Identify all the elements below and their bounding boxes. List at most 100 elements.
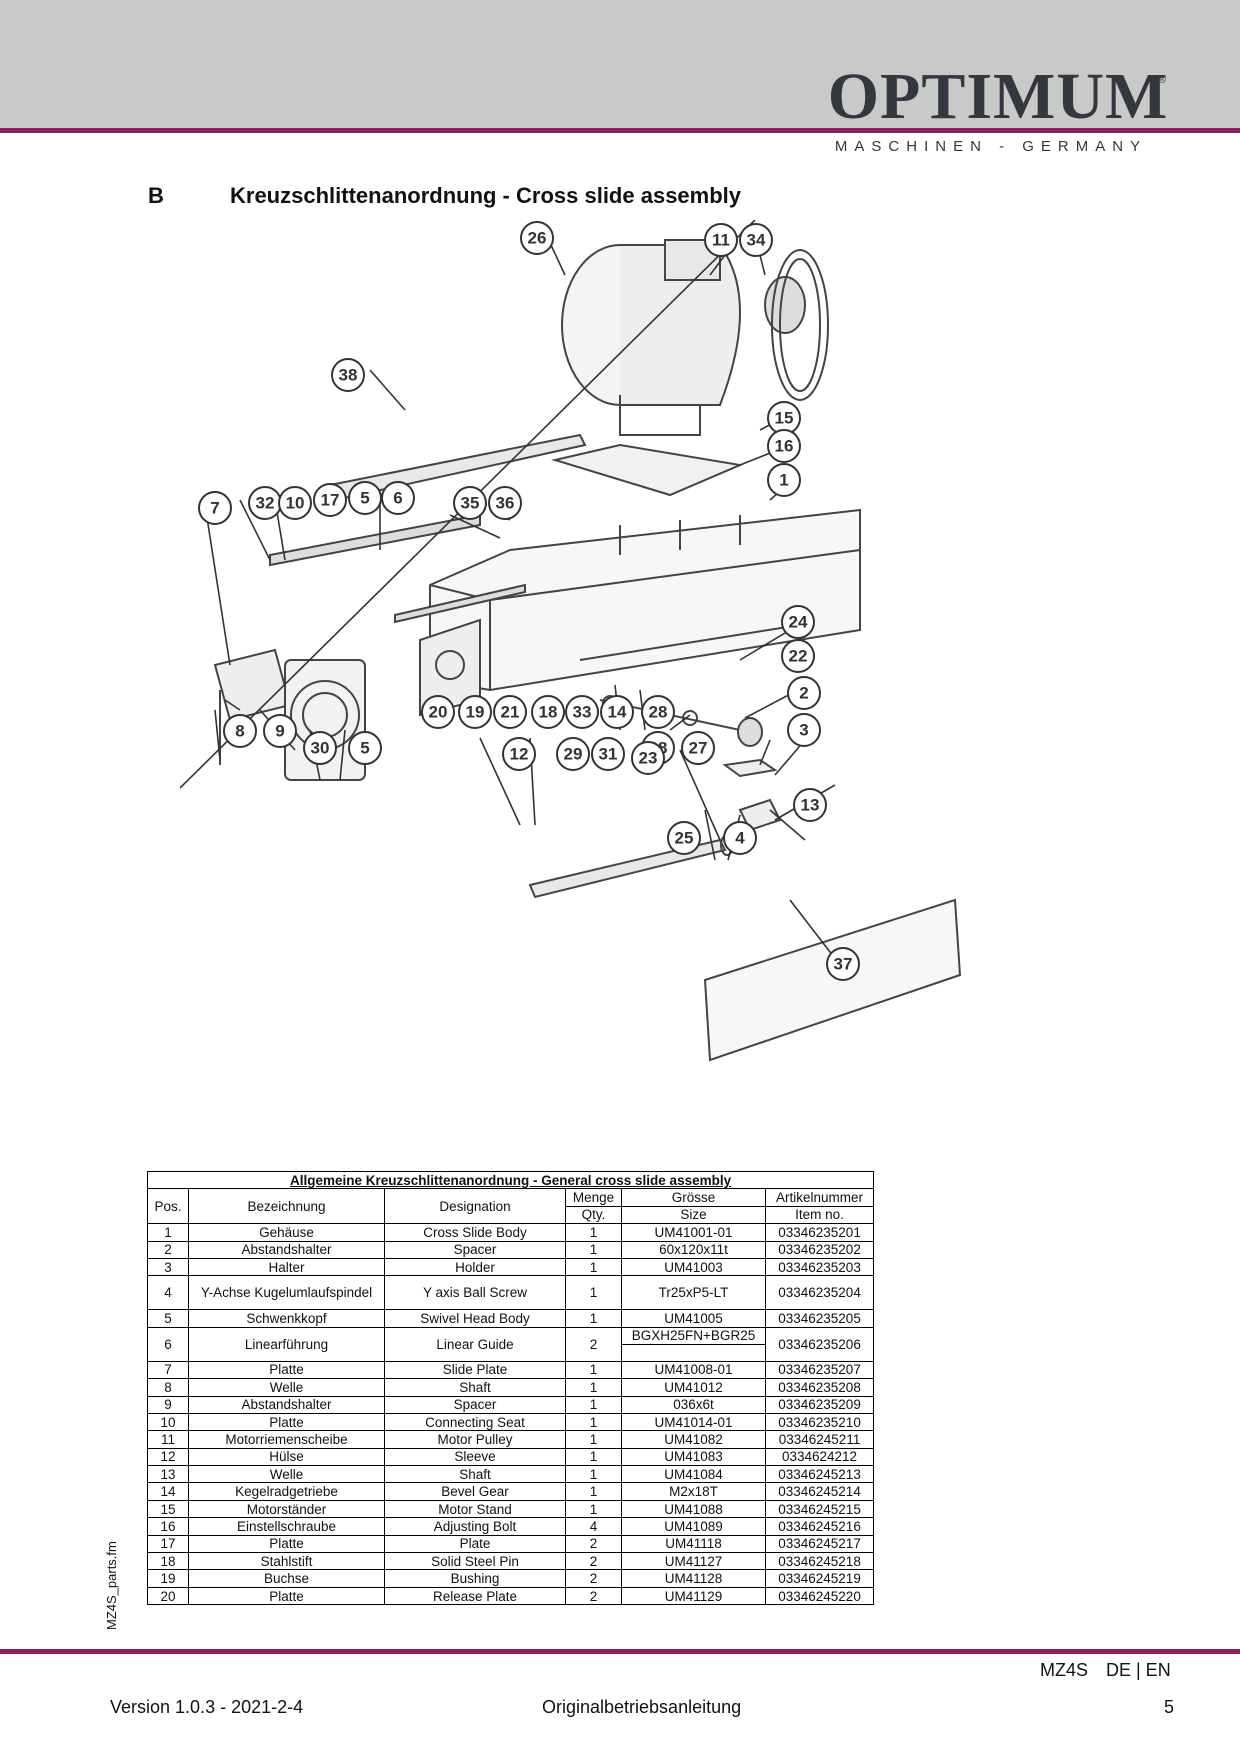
cell-pos: 8 <box>147 1378 189 1397</box>
callout-circle <box>313 483 347 517</box>
callout-circle <box>767 429 801 463</box>
callout-number: 16 <box>775 437 794 456</box>
cell-size: UM41003 <box>621 1257 766 1277</box>
callout-circle <box>739 223 773 257</box>
footer-document-type: Originalbetriebsanleitung <box>542 1697 742 1717</box>
callout-number: 20 <box>429 703 448 722</box>
footer-rule <box>0 1649 1240 1654</box>
callout-bubble: 12 <box>502 737 536 771</box>
callout-bubble: 2 <box>787 676 821 710</box>
cell-qty: 4 <box>565 1517 622 1536</box>
cell-des: Shaft <box>384 1465 566 1484</box>
header-rule <box>0 128 1240 133</box>
callout-bubble: 8 <box>223 714 257 748</box>
cell-qty: 2 <box>565 1552 622 1571</box>
callout-bubble: 36 <box>488 486 522 520</box>
registered-mark: ® <box>1158 74 1167 86</box>
callout-circle <box>198 491 232 525</box>
cell-des: Motor Stand <box>384 1499 566 1519</box>
cell-qty: 1 <box>565 1309 622 1328</box>
diagram-svg: 2611343815161732101756353624222389305201… <box>180 220 962 1062</box>
callout-circle <box>502 737 536 771</box>
callout-circle <box>421 695 455 729</box>
callout-bubble: 25 <box>667 821 701 855</box>
cell-size: UM41084 <box>621 1465 766 1484</box>
callout-bubble: 10 <box>278 486 312 520</box>
cell-des: Cross Slide Body <box>384 1223 566 1242</box>
callout-circle <box>303 731 337 765</box>
callout-number: 38 <box>339 366 358 385</box>
callout-number: 14 <box>608 703 627 722</box>
cell-item: 03346235207 <box>764 1360 875 1380</box>
table-caption-row: Allgemeine Kreuzschlittenanordnung - Gen… <box>146 1170 875 1190</box>
cell-item: 03346245211 <box>764 1430 875 1449</box>
callout-circle <box>826 947 860 981</box>
callout-number: 19 <box>466 703 485 722</box>
callout-number: 5 <box>360 489 369 508</box>
cell-des: Release Plate <box>384 1586 566 1606</box>
cell-item: 03346245217 <box>764 1534 875 1554</box>
callout-number: 36 <box>496 494 515 513</box>
cell-bez: Motorriemenscheibe <box>188 1430 385 1449</box>
callout-bubble: 16 <box>767 429 801 463</box>
callout-bubble: 28 <box>641 695 675 729</box>
cell-size: UM41128 <box>621 1569 766 1588</box>
callout-bubble: 35 <box>453 486 487 520</box>
cell-size: UM41014-01 <box>621 1412 766 1432</box>
cell-bez: Welle <box>188 1378 385 1397</box>
callout-circle <box>591 737 625 771</box>
callout-circle <box>493 695 527 729</box>
callout-circle <box>565 695 599 729</box>
callout-circle <box>681 731 715 765</box>
callout-circle <box>787 713 821 747</box>
cell-pos: 13 <box>147 1465 189 1484</box>
callout-bubble: 19 <box>458 695 492 729</box>
callout-bubble: 33 <box>565 695 599 729</box>
cell-qty: 2 <box>565 1569 622 1588</box>
callout-number: 31 <box>599 745 618 764</box>
cell-item: 03346235201 <box>764 1223 875 1242</box>
cell-qty: 1 <box>565 1395 622 1414</box>
callout-number: 29 <box>564 745 583 764</box>
cell-size: UM41127 <box>621 1552 766 1571</box>
cell-pos: 15 <box>147 1499 189 1519</box>
cell-item: 03346245219 <box>764 1569 875 1588</box>
cell-item: 0334624212 <box>764 1447 875 1467</box>
cell-size: UM41118 <box>621 1534 766 1554</box>
callout-bubble: 38 <box>331 358 365 392</box>
cell-des: Spacer <box>384 1395 566 1414</box>
callout-circle <box>381 481 415 515</box>
cell-pos: 18 <box>147 1552 189 1571</box>
cell-qty: 1 <box>565 1223 622 1242</box>
cell-qty: 2 <box>565 1326 622 1362</box>
callout-bubble: 3 <box>787 713 821 747</box>
cell-qty: 1 <box>565 1482 622 1501</box>
header-qty: Qty. <box>565 1205 622 1225</box>
header-artikelnummer: Artikelnummer <box>764 1188 875 1207</box>
cell-pos: 12 <box>147 1447 189 1467</box>
cell-pos: 3 <box>147 1257 189 1277</box>
callout-number: 2 <box>799 684 808 703</box>
header-size: Size <box>621 1205 766 1225</box>
callout-bubble: 13 <box>793 788 827 822</box>
cell-size: 60x120x11t <box>621 1240 766 1259</box>
callout-number: 24 <box>789 613 808 632</box>
cell-pos: 11 <box>147 1430 189 1449</box>
callout-number: 37 <box>834 955 853 974</box>
cell-size: UM41129 <box>621 1586 766 1606</box>
cell-des: Spacer <box>384 1240 566 1259</box>
callout-circle <box>263 714 297 748</box>
cell-qty: 1 <box>565 1378 622 1397</box>
callout-number: 18 <box>539 703 558 722</box>
cell-bez: Y-Achse Kugelumlaufspindel <box>188 1275 385 1311</box>
cell-size: UM41083 <box>621 1447 766 1467</box>
